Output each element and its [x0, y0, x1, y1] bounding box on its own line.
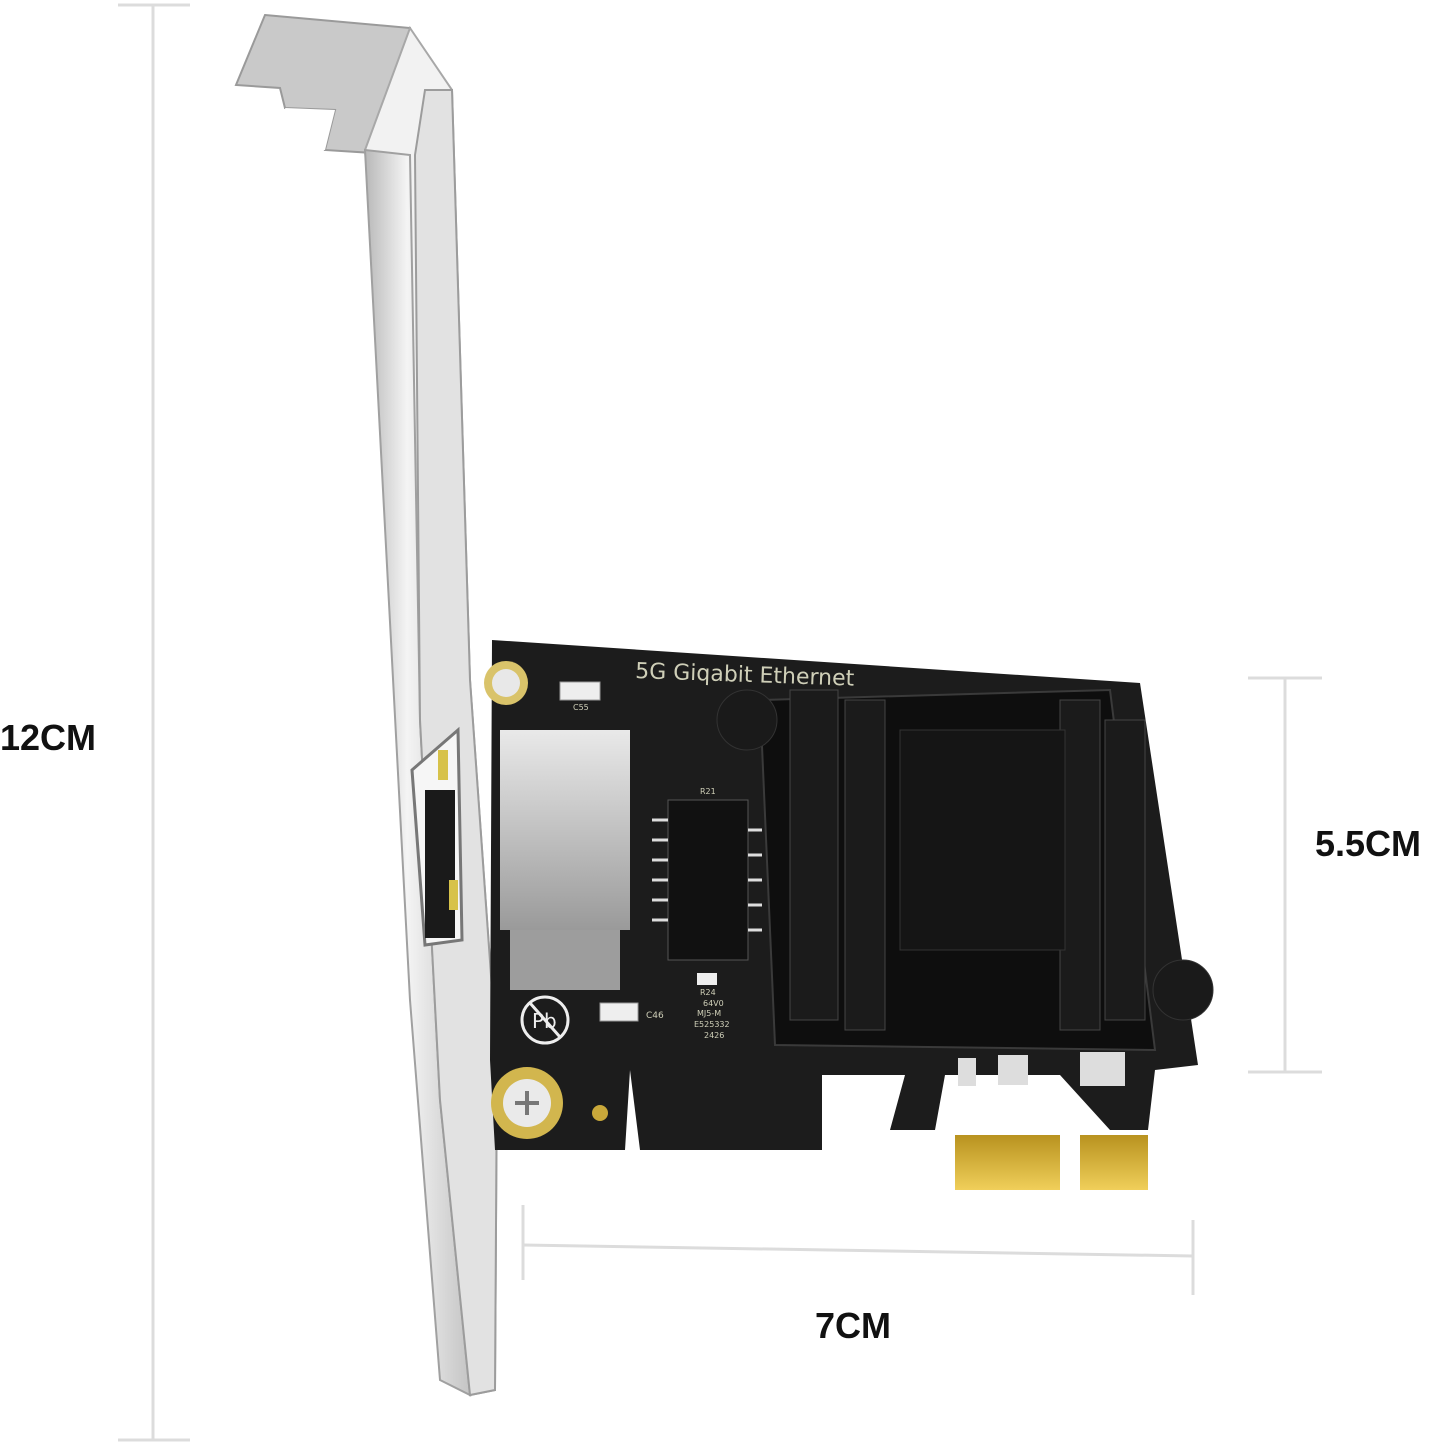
rj45-port-opening — [410, 726, 464, 947]
card-width-label: 7CM — [815, 1305, 892, 1346]
lead-free-mark: Pb — [532, 1009, 557, 1033]
svg-text:R24: R24 — [700, 988, 716, 997]
height-dimension-line — [118, 3, 190, 1442]
svg-text:C46: C46 — [646, 1011, 664, 1021]
smd-components — [958, 1052, 1125, 1086]
svg-text:R21: R21 — [700, 787, 716, 796]
svg-text:64V0: 64V0 — [703, 999, 724, 1008]
svg-text:2426: 2426 — [704, 1031, 724, 1040]
card-height-dimension-line — [1248, 676, 1322, 1074]
height-label: 12CM — [0, 717, 97, 758]
mounting-bracket — [234, 13, 499, 1397]
card-height-label: 5.5CM — [1315, 823, 1422, 864]
svg-text:E525332: E525332 — [694, 1020, 730, 1029]
pcie-gold-fingers — [955, 1135, 1148, 1190]
card-width-dimension-line — [521, 1205, 1195, 1295]
heatsink — [716, 688, 1214, 1052]
svg-text:C55: C55 — [573, 703, 589, 712]
svg-text:MJ5-M: MJ5-M — [697, 1009, 721, 1018]
